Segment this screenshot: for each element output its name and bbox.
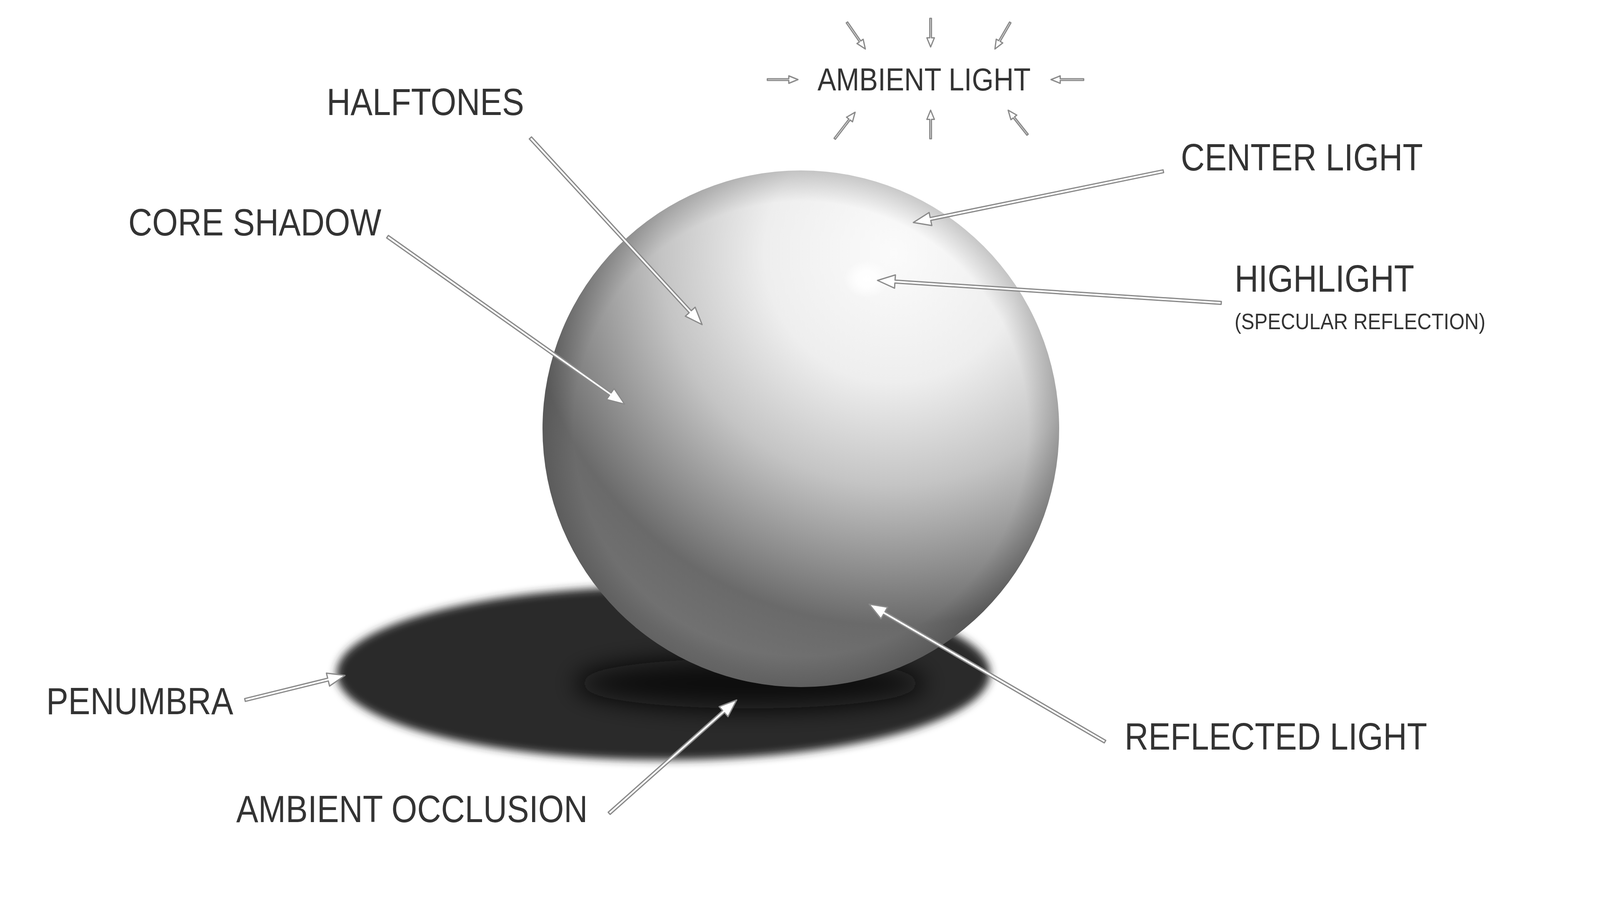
leader-arrow — [767, 75, 799, 84]
leader-arrow — [927, 18, 935, 48]
penumbra-label: PENUMBRA — [46, 682, 234, 720]
leader-arrow — [869, 604, 1106, 743]
halftones-label: HALFTONES — [326, 83, 525, 121]
leader-arrow — [995, 22, 1011, 50]
center-light-label: CENTER LIGHT — [1180, 138, 1423, 177]
ambient-light-label: AMBIENT LIGHT — [817, 63, 1031, 96]
leader-arrow — [913, 170, 1164, 226]
leader-arrow — [927, 110, 935, 140]
leader-arrow — [386, 235, 625, 405]
leader-arrow — [608, 700, 737, 815]
ambient-occlusion-label: AMBIENT OCCLUSION — [236, 790, 588, 828]
leader-arrow — [834, 112, 856, 140]
leader-arrow — [529, 137, 703, 325]
leader-arrow — [877, 275, 1222, 305]
highlight-label: HIGHLIGHT — [1234, 260, 1415, 298]
leader-arrow — [1051, 75, 1084, 84]
leader-arrow — [244, 673, 345, 702]
leader-arrow — [846, 22, 866, 50]
leader-arrow — [1008, 110, 1029, 136]
core-shadow-label: CORE SHADOW — [128, 203, 382, 242]
reflected-light-label: REFLECTED LIGHT — [1124, 717, 1428, 756]
specular-reflection-note: (SPECULAR REFLECTION) — [1234, 310, 1486, 333]
